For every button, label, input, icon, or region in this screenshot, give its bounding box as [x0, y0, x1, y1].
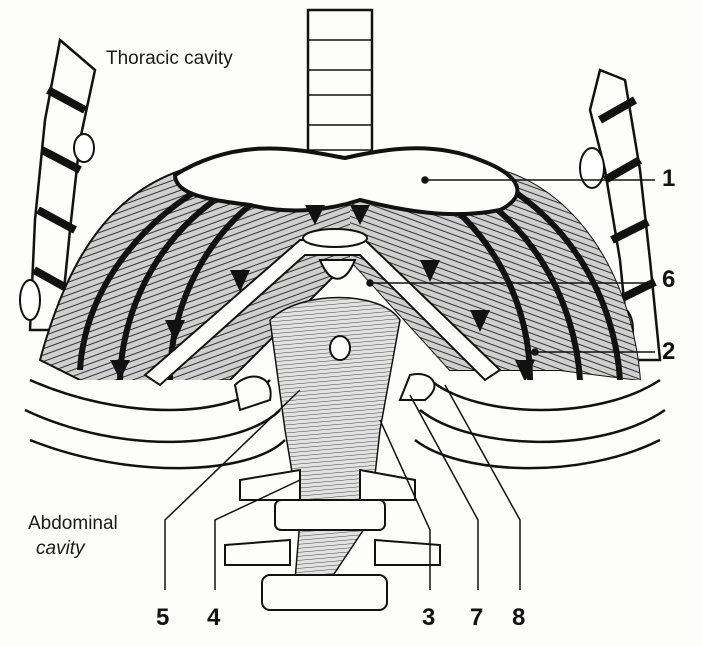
- label-4: 4: [207, 604, 220, 632]
- label-8: 8: [512, 604, 525, 632]
- aortic-opening: [330, 336, 350, 360]
- label-2: 2: [662, 338, 675, 366]
- label-3: 3: [422, 604, 435, 632]
- label-1: 1: [662, 165, 675, 193]
- label-6: 6: [662, 266, 675, 294]
- thoracic-cavity-label: Thoracic cavity: [106, 48, 233, 70]
- abdominal-cavity-label: Abdominal: [28, 513, 118, 535]
- esophageal-opening: [303, 229, 367, 247]
- label-5: 5: [156, 604, 169, 632]
- label-7: 7: [470, 604, 483, 632]
- abdominal-cavity-label-line2: cavity: [36, 538, 85, 560]
